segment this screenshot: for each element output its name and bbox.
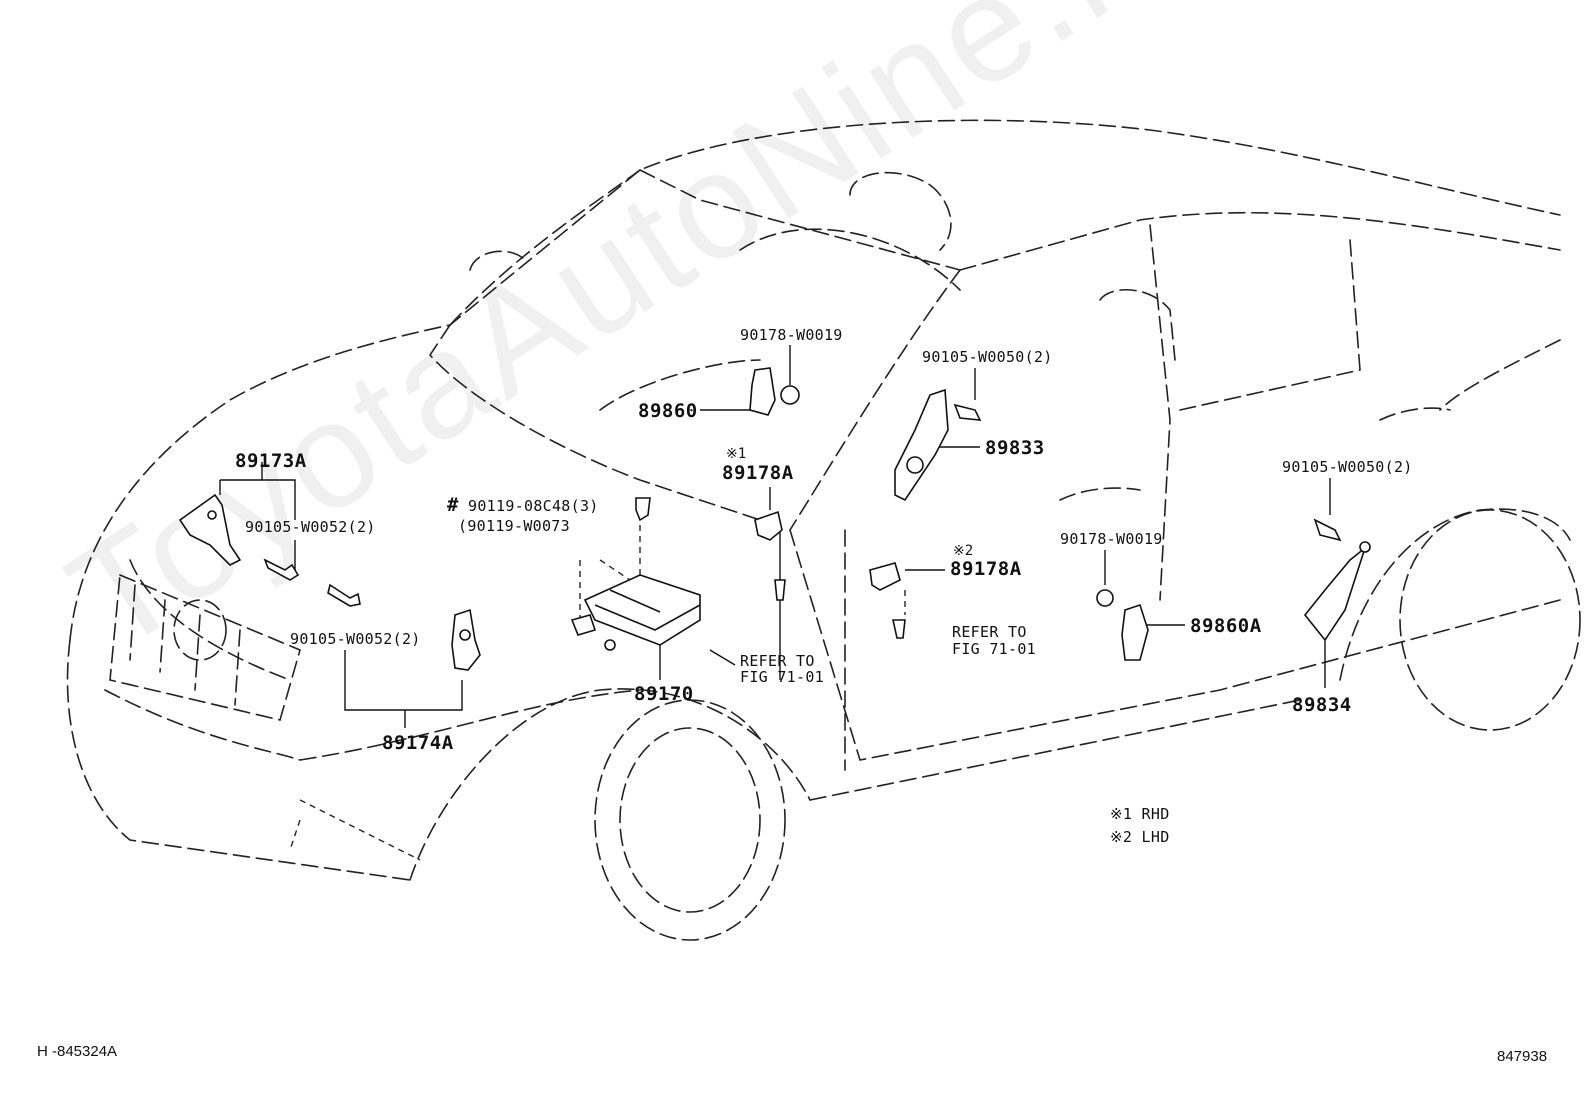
part-number-90105-w0052-upper: 90105-W0052(2) xyxy=(245,518,376,536)
note-mark-1: ※1 xyxy=(726,446,747,462)
part-89178A-sensor-rhd xyxy=(754,510,783,541)
note-lhd: ※2 LHD xyxy=(1110,828,1170,846)
refer-note-1-line1: REFER TO xyxy=(740,652,815,670)
part-number-89860: 89860 xyxy=(638,400,698,422)
part-89860A-sensor xyxy=(1096,589,1149,661)
part-number-89833: 89833 xyxy=(985,437,1045,459)
bolt-icon xyxy=(263,558,361,607)
part-number-89173A: 89173A xyxy=(235,450,307,472)
part-number-90105-w0050-lower: 90105-W0050(2) xyxy=(1282,458,1413,476)
part-89178A-sensor-lhd xyxy=(869,562,901,591)
screw-icon xyxy=(635,497,906,639)
part-number-89834: 89834 xyxy=(1292,694,1352,716)
illustration-code-right: 847938 xyxy=(1497,1048,1548,1065)
hash-mark: # xyxy=(447,494,459,516)
part-number-90105-w0050-upper: 90105-W0050(2) xyxy=(922,348,1053,366)
part-number-90178-w0019-lower: 90178-W0019 xyxy=(1060,530,1163,548)
part-89170-airbag-ecu xyxy=(570,574,701,651)
part-number-89860A: 89860A xyxy=(1190,615,1262,637)
illustration-code-left: H -845324A xyxy=(37,1043,118,1060)
refer-note-2-line2: FIG 71-01 xyxy=(952,640,1036,658)
part-89173A-sensor xyxy=(178,493,242,566)
part-number-89170: 89170 xyxy=(634,683,694,705)
part-number-90119-w0073: (90119-W0073 xyxy=(458,517,570,535)
note-rhd: ※1 RHD xyxy=(1110,805,1170,823)
part-number-89178A-lhd: 89178A xyxy=(950,558,1022,580)
part-number-90178-w0019-upper: 90178-W0019 xyxy=(740,326,843,344)
part-89860-sensor xyxy=(749,367,800,416)
refer-note-1-line2: FIG 71-01 xyxy=(740,668,824,686)
refer-note-2-line1: REFER TO xyxy=(952,623,1027,641)
car-outline xyxy=(66,119,1581,941)
part-number-90105-w0052-lower: 90105-W0052(2) xyxy=(290,630,421,648)
part-number-89174A: 89174A xyxy=(382,732,454,754)
part-89834-sensor xyxy=(1303,518,1371,642)
part-89174A-sensor xyxy=(451,608,481,671)
part-89833-sensor xyxy=(894,388,982,502)
note-mark-2: ※2 xyxy=(953,543,974,559)
part-number-89178A-rhd: 89178A xyxy=(722,462,794,484)
part-number-90119-08c48: 90119-08C48(3) xyxy=(468,497,599,515)
